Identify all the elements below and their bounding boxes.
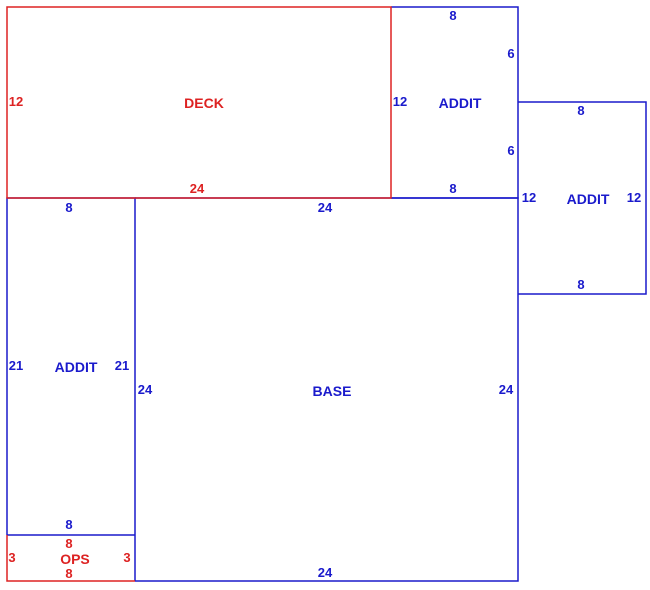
ops-label: OPS [60, 551, 90, 567]
base-bottom-dim: 24 [318, 565, 333, 580]
addit-top-left-dim: 12 [393, 94, 407, 109]
ops-outline [6, 535, 135, 582]
base-top-dim: 24 [318, 200, 333, 215]
deck-left-dim: 12 [9, 94, 23, 109]
base-left-dim: 24 [138, 382, 153, 397]
addit-left-top-dim: 8 [65, 200, 72, 215]
addit-top-right-upper-dim: 6 [507, 46, 514, 61]
addit-left-bottom-dim: 8 [65, 517, 72, 532]
ops-top-dim: 8 [65, 536, 72, 551]
addit-right-label: ADDIT [567, 191, 610, 207]
deck-label: DECK [184, 95, 224, 111]
deck-outline [6, 6, 392, 199]
addit-left-left-dim: 21 [9, 358, 23, 373]
addit-top-bottom-dim: 8 [449, 181, 456, 196]
addit-right-top-dim: 8 [577, 103, 584, 118]
base-label: BASE [313, 383, 352, 399]
addit-left-right-dim: 21 [115, 358, 129, 373]
base-right-dim: 24 [499, 382, 514, 397]
addit-top-label: ADDIT [439, 95, 482, 111]
deck-bottom-dim: 24 [190, 181, 205, 196]
addit-right-right-dim: 12 [627, 190, 641, 205]
ops-left-dim: 3 [8, 550, 15, 565]
blue-walls [6, 6, 647, 582]
addit-left-label: ADDIT [55, 359, 98, 375]
red-walls [6, 6, 392, 582]
addit-right-outline [518, 101, 647, 295]
ops-bottom-dim: 8 [65, 566, 72, 581]
addit-top-right-lower-dim: 6 [507, 143, 514, 158]
addit-right-left-dim: 12 [522, 190, 536, 205]
ops-right-dim: 3 [123, 550, 130, 565]
addit-top-top-dim: 8 [449, 8, 456, 23]
addit-right-bottom-dim: 8 [577, 277, 584, 292]
